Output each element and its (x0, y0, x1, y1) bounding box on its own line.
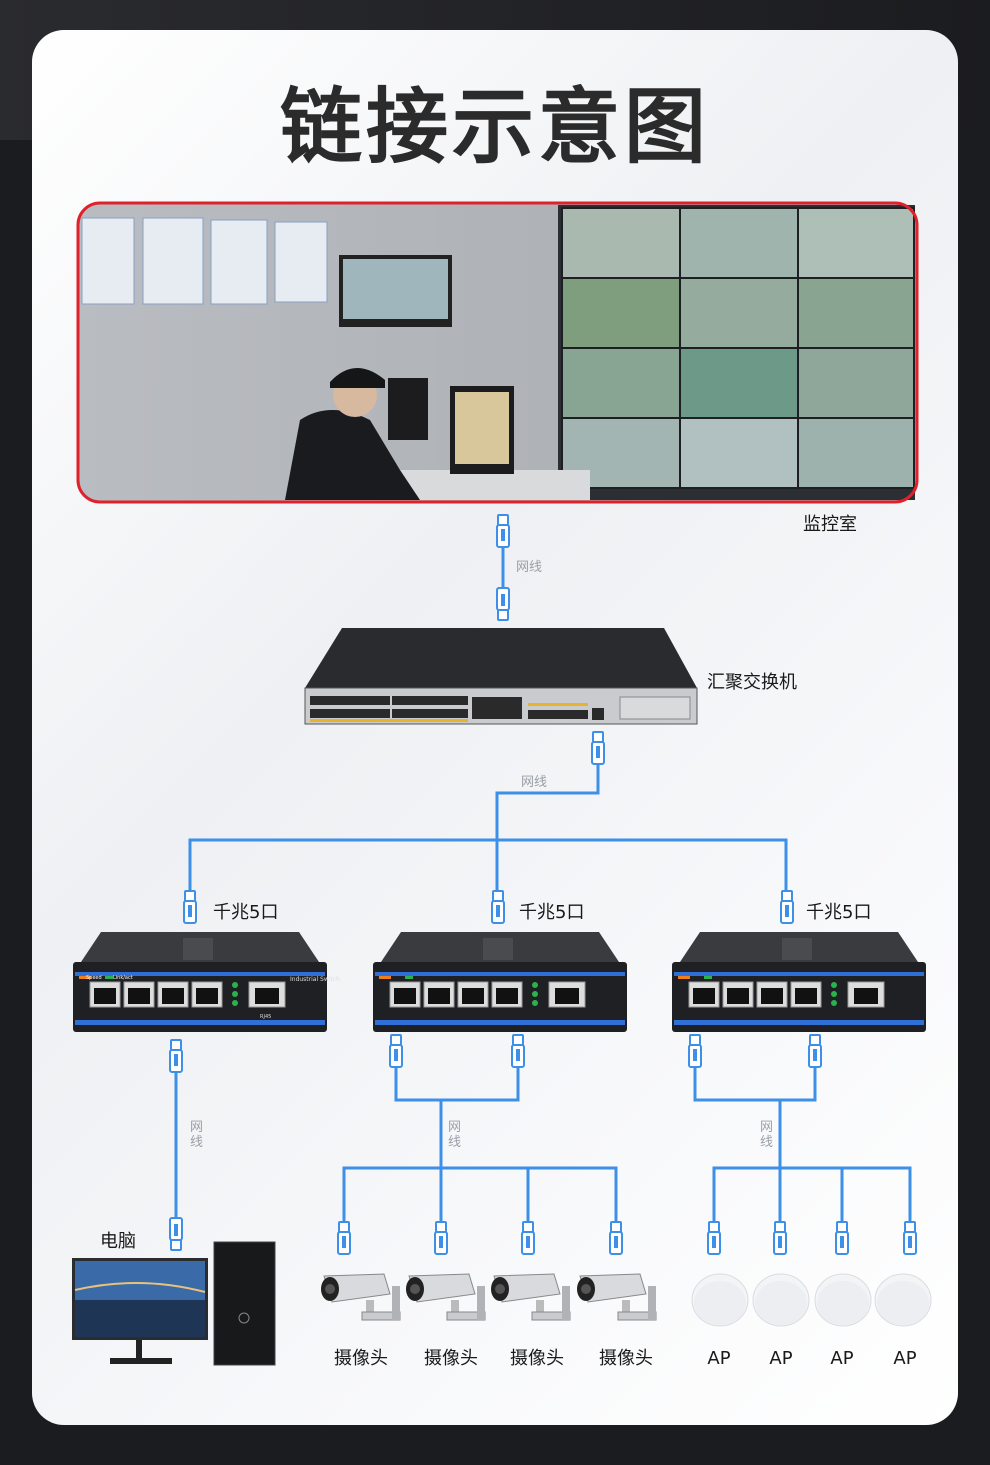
switch-3-label: 千兆5口 (806, 902, 871, 923)
rj45-plug-icon (337, 1221, 351, 1255)
rj45-plug-icon (773, 1221, 787, 1255)
cable-label-v: 线 (760, 1135, 773, 1150)
rj45-plug-icon (496, 514, 510, 548)
rj45-plug-icon (496, 587, 510, 621)
camera-label: 摄像头 (510, 1348, 564, 1369)
rj45-plug-icon (169, 1039, 183, 1073)
rj45-plug-icon (183, 890, 197, 924)
core-switch-label: 汇聚交换机 (707, 672, 797, 693)
camera-icon (405, 1273, 486, 1321)
cable-label-v: 网 (760, 1120, 773, 1135)
rj45-plug-icon (591, 731, 605, 765)
switch-port-label: RJ45 (260, 1014, 271, 1020)
legend-link: Link/act (113, 975, 133, 981)
cable-label-v: 线 (448, 1135, 461, 1150)
ap-label: AP (893, 1348, 916, 1369)
monitoring-room-photo (76, 201, 919, 504)
video-wall (561, 207, 915, 489)
access-point-icon (874, 1273, 932, 1327)
rj45-plug-icon (707, 1221, 721, 1255)
rj45-plug-icon (389, 1034, 403, 1068)
access-point-icon (814, 1273, 872, 1327)
pc-icon (72, 1241, 276, 1366)
legend-speed: Speed (86, 975, 102, 981)
switch-2-label: 千兆5口 (519, 902, 584, 923)
rj45-plug-icon (491, 890, 505, 924)
ap-label: AP (707, 1348, 730, 1369)
cable-label-v: 线 (190, 1135, 203, 1150)
rj45-plug-icon (609, 1221, 623, 1255)
rj45-plug-icon (688, 1034, 702, 1068)
camera-label: 摄像头 (599, 1348, 653, 1369)
rj45-plug-icon (808, 1034, 822, 1068)
rj45-plug-icon (511, 1034, 525, 1068)
access-switch-2 (372, 931, 628, 1033)
rj45-plug-icon (780, 890, 794, 924)
rj45-plug-icon (169, 1217, 183, 1251)
access-switch-1 (72, 931, 328, 1033)
cable-label-v: 网 (448, 1120, 461, 1135)
core-switch (304, 628, 698, 725)
switch-brand-text: Industrial Switch (290, 976, 340, 983)
cable-label: 网线 (521, 775, 547, 790)
camera-icon (320, 1273, 401, 1321)
camera-label: 摄像头 (334, 1348, 388, 1369)
rj45-plug-icon (521, 1221, 535, 1255)
camera-icon (576, 1273, 657, 1321)
ap-label: AP (830, 1348, 853, 1369)
rj45-plug-icon (903, 1221, 917, 1255)
cable-label-v: 网 (190, 1120, 203, 1135)
access-switch-3 (671, 931, 927, 1033)
pc-label: 电脑 (100, 1231, 136, 1252)
camera-label: 摄像头 (424, 1348, 478, 1369)
cable-label: 网线 (516, 560, 542, 575)
rj45-plug-icon (434, 1221, 448, 1255)
page-title: 链接示意图 (280, 80, 710, 175)
access-point-icon (752, 1273, 810, 1327)
monitor-room-label: 监控室 (803, 514, 857, 535)
rj45-plug-icon (835, 1221, 849, 1255)
camera-icon (490, 1273, 571, 1321)
switch-1-label: 千兆5口 (213, 902, 278, 923)
ap-label: AP (769, 1348, 792, 1369)
access-point-icon (691, 1273, 749, 1327)
